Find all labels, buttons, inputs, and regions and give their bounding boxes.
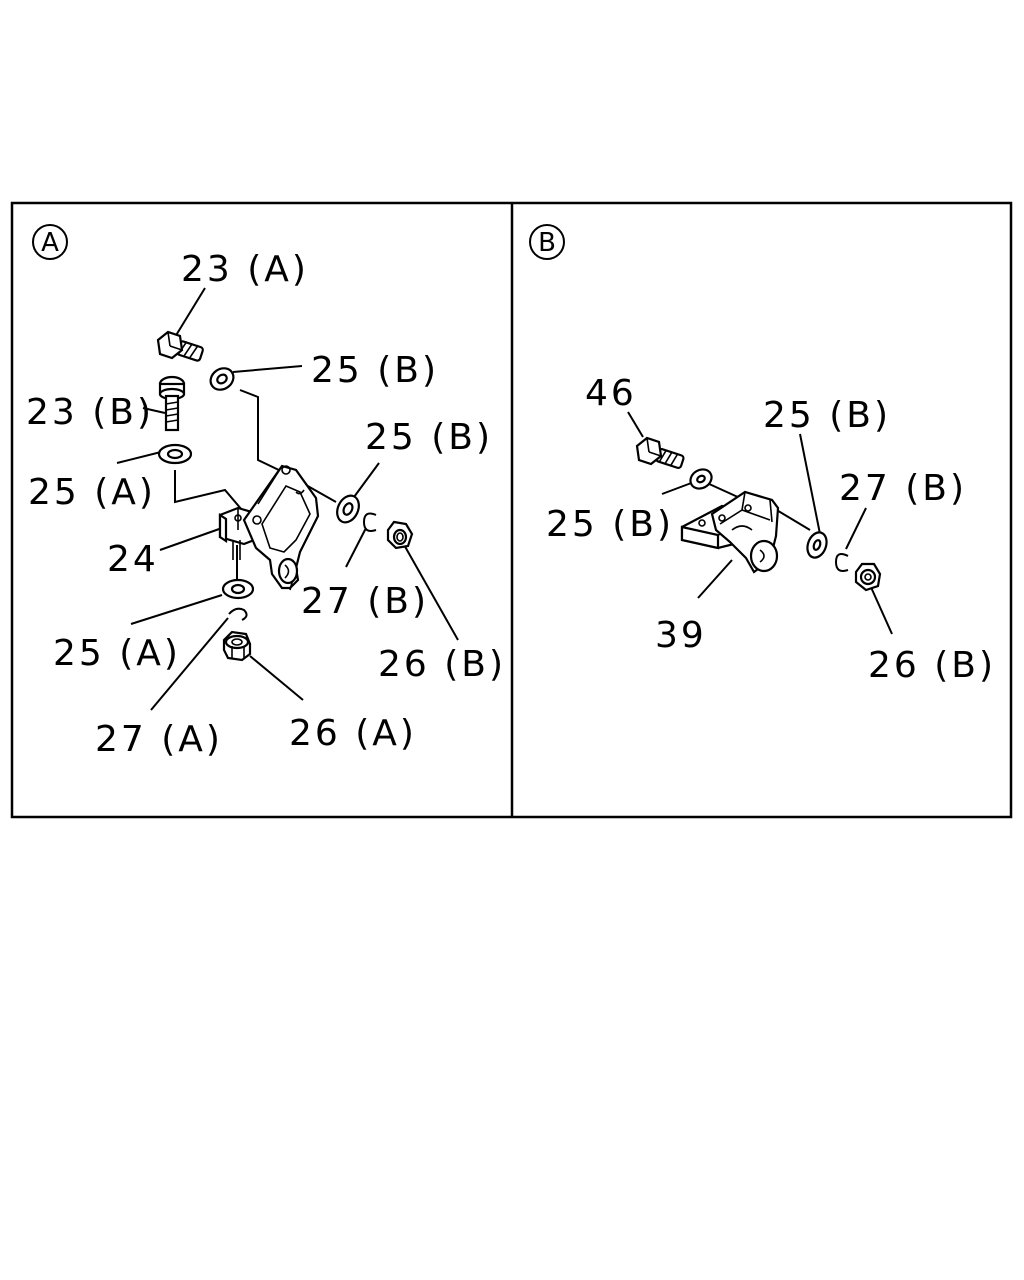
label-25b-left-b: 25 (B) bbox=[546, 504, 674, 545]
label-27a: 27 (A) bbox=[95, 719, 223, 760]
bolt-23b-icon bbox=[158, 375, 186, 432]
label-27b-b: 27 (B) bbox=[839, 468, 967, 509]
svg-text:A: A bbox=[41, 228, 59, 258]
washer-25b-top-icon bbox=[209, 367, 235, 391]
panel-b-leaders bbox=[627, 411, 893, 635]
label-46: 46 bbox=[585, 373, 637, 414]
washer-25a-top-icon bbox=[157, 443, 193, 465]
washer-25a-bottom-icon bbox=[221, 578, 255, 600]
label-25b-top: 25 (B) bbox=[311, 350, 439, 391]
label-26b: 26 (B) bbox=[378, 644, 506, 685]
label-26b-b: 26 (B) bbox=[868, 645, 996, 686]
label-23b: 23 (B) bbox=[26, 392, 154, 433]
label-25b-right-b: 25 (B) bbox=[763, 395, 891, 436]
label-25a-bottom: 25 (A) bbox=[53, 633, 181, 674]
svg-text:B: B bbox=[538, 228, 556, 258]
panel-a: A bbox=[26, 224, 506, 760]
bracket-24-icon bbox=[218, 464, 320, 591]
label-26a: 26 (A) bbox=[289, 713, 417, 754]
washer-25b-right-b-icon bbox=[806, 531, 828, 559]
label-23a: 23 (A) bbox=[181, 249, 309, 290]
bolt-23a-icon bbox=[156, 330, 204, 362]
panel-a-badge: A bbox=[32, 224, 68, 260]
nut-26a-icon bbox=[222, 630, 252, 662]
washer-25b-right-icon bbox=[336, 494, 360, 524]
bracket-39-icon bbox=[680, 490, 780, 574]
label-25a-top: 25 (A) bbox=[28, 472, 156, 513]
washer-25b-left-icon bbox=[689, 468, 713, 490]
panel-b: B bbox=[529, 224, 996, 686]
nut-26b-icon bbox=[386, 520, 414, 550]
label-39: 39 bbox=[655, 615, 707, 656]
panel-a-leaders bbox=[116, 287, 459, 711]
clip-27b-b-icon bbox=[834, 553, 849, 572]
label-27b: 27 (B) bbox=[301, 581, 429, 622]
label-25b-right: 25 (B) bbox=[365, 417, 493, 458]
nut-26b-b-icon bbox=[854, 562, 882, 592]
clip-27b-icon bbox=[362, 512, 377, 532]
panel-b-badge: B bbox=[529, 224, 565, 260]
bolt-46-icon bbox=[635, 436, 685, 469]
label-24: 24 bbox=[107, 539, 159, 580]
clip-27a-icon bbox=[228, 607, 248, 621]
